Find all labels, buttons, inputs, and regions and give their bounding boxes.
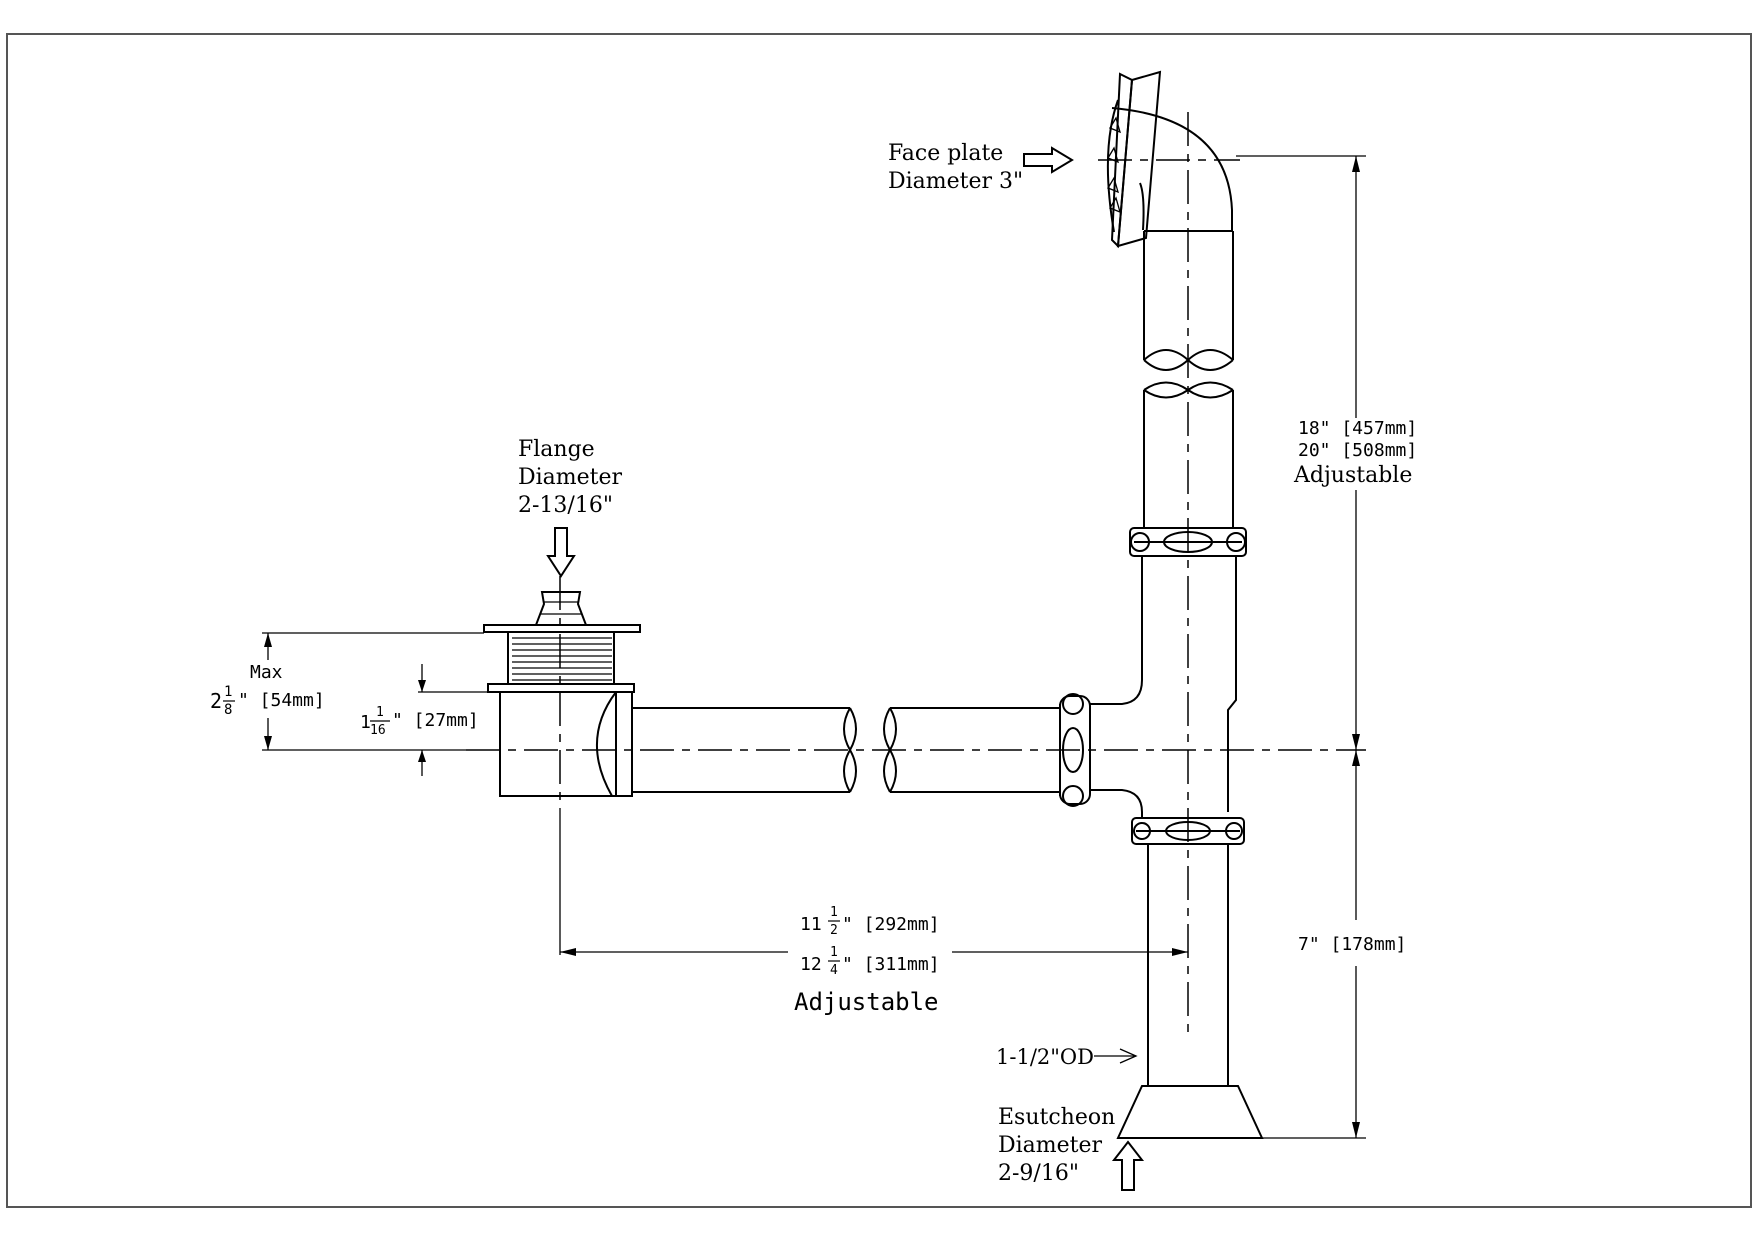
- horizontal-dim-l1-num: 1: [830, 905, 838, 920]
- max-dim-num: 1: [224, 684, 232, 700]
- faceplate-arrow: [1023, 146, 1074, 174]
- flange-label-line1: Flange: [518, 437, 595, 462]
- horizontal-dim-l1-whole: 11: [800, 914, 822, 935]
- max-dim-den: 8: [224, 702, 232, 718]
- escutcheon-label-line2: Diameter: [998, 1133, 1103, 1158]
- horizontal-dim-adjustable: Adjustable: [794, 988, 939, 1016]
- flange-height-dimensions: [262, 632, 488, 776]
- faceplate-label-line2: Diameter 3": [888, 169, 1023, 194]
- vertical-dim-line2: 20" [508mm]: [1298, 440, 1417, 461]
- flange-label-line2: Diameter: [518, 465, 623, 490]
- flange-arrow: [546, 527, 576, 578]
- faceplate-label-line1: Face plate: [888, 141, 1003, 166]
- drain-flange: [483, 591, 641, 693]
- small-dim-whole: 1: [360, 712, 371, 733]
- drain-shoe: [499, 691, 633, 797]
- horizontal-dim-l1-den: 2: [830, 923, 838, 938]
- tee-fitting: [1090, 556, 1237, 818]
- od-label: 1-1/2"OD: [996, 1045, 1094, 1069]
- centerlines: [466, 112, 1366, 1040]
- max-label: Max: [250, 662, 283, 683]
- horizontal-dim-l2-num: 1: [830, 945, 838, 960]
- drawing-border: [6, 33, 1752, 1208]
- small-dim-den: 16: [370, 723, 386, 738]
- lower-dim-label: 7" [178mm]: [1298, 934, 1406, 955]
- small-dim-rest: " [27mm]: [392, 710, 479, 731]
- max-dim-whole: 2: [210, 689, 222, 713]
- horizontal-dim-l2-den: 4: [830, 963, 838, 978]
- vertical-dim-line3: Adjustable: [1293, 463, 1412, 488]
- horizontal-drain-pipe: [632, 707, 1060, 793]
- horizontal-dimension: [559, 808, 1188, 956]
- overflow-faceplate: [1106, 70, 1233, 249]
- small-dim-num: 1: [376, 705, 384, 720]
- escutcheon-label-line3: 2-9/16": [998, 1161, 1079, 1186]
- lower-vertical-pipe: [1116, 844, 1264, 1139]
- flange-label-line3: 2-13/16": [518, 493, 613, 518]
- escutcheon-arrow: [1111, 1140, 1145, 1191]
- horizontal-dim-l2-rest: " [311mm]: [842, 954, 940, 975]
- vertical-dim-line1: 18" [457mm]: [1298, 418, 1417, 439]
- horizontal-dim-l1-rest: " [292mm]: [842, 914, 940, 935]
- horizontal-dim-l2-whole: 12: [800, 954, 822, 975]
- vertical-dimension: [1236, 155, 1366, 1139]
- od-arrow: [1094, 1048, 1138, 1064]
- max-dim-rest: " [54mm]: [238, 690, 325, 711]
- escutcheon-label-line1: Esutcheon: [998, 1105, 1115, 1130]
